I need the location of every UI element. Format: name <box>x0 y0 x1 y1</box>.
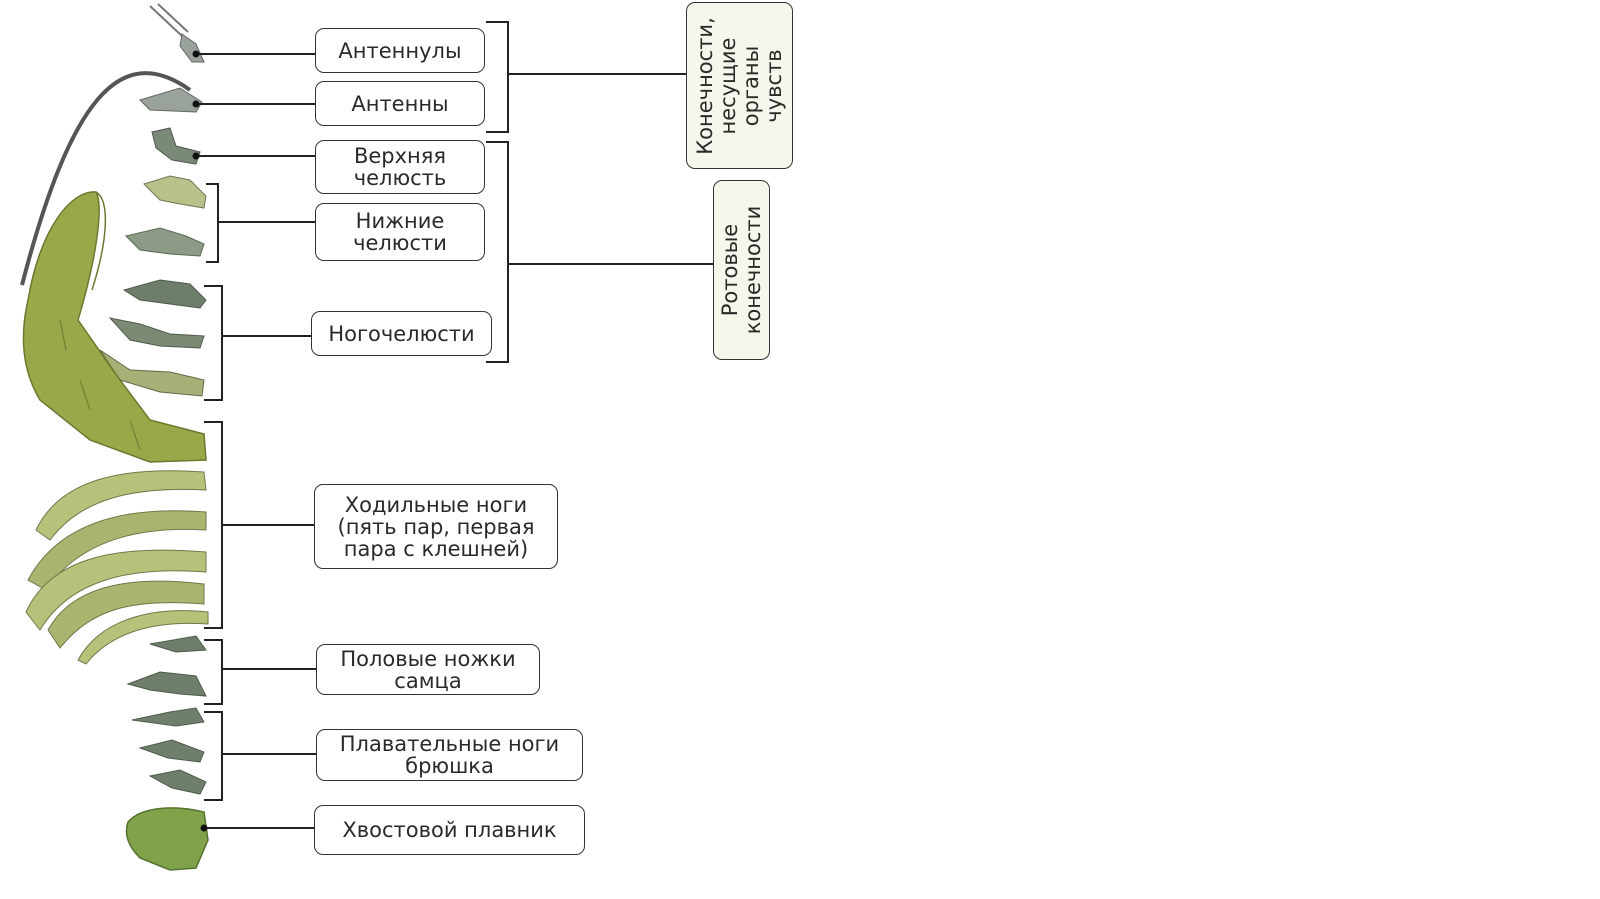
group-sense-limbs-text: Конечности, несущие органы чувств <box>692 16 786 155</box>
maxillipeds-illustration <box>99 279 207 397</box>
label-mandible: Верхняя челюсть <box>315 140 485 194</box>
swimming-legs-illustration <box>131 707 207 795</box>
label-maxillipeds-text: Ногочелюсти <box>328 321 475 346</box>
connector-dots <box>192 50 208 832</box>
group-sense-limbs: Конечности, несущие органы чувств <box>686 2 793 169</box>
label-tail-fin-text: Хвостовой плавник <box>342 818 557 842</box>
label-swimming-legs: Плавательные ноги брюшка <box>316 729 583 781</box>
label-maxillae: Нижние челюсти <box>315 203 485 261</box>
claw-illustration <box>22 191 207 463</box>
label-antennae: Антенны <box>315 81 485 126</box>
label-male-legs: Половые ножки самца <box>316 644 540 695</box>
label-walking-legs: Ходильные ноги (пять пар, первая пара с … <box>314 484 558 569</box>
label-tail-fin: Хвостовой плавник <box>314 805 585 855</box>
label-maxillae-text: Нижние челюсти <box>353 209 447 255</box>
label-mandible-text: Верхняя челюсть <box>353 144 447 190</box>
mandible-illustration <box>151 127 201 165</box>
label-antennae-text: Антенны <box>351 91 449 116</box>
group-mouth-limbs-text: Ротовые конечности <box>717 205 765 335</box>
label-antennules-text: Антеннулы <box>338 38 462 63</box>
label-maxillipeds: Ногочелюсти <box>311 311 492 356</box>
tail-fin-illustration <box>125 807 209 871</box>
label-swimming-legs-text: Плавательные ноги брюшка <box>339 732 560 778</box>
male-legs-illustration <box>126 635 207 697</box>
antenna-illustration <box>20 71 203 286</box>
group-mouth-limbs: Ротовые конечности <box>713 180 770 360</box>
limb-illustrations <box>20 3 209 871</box>
label-walking-legs-text: Ходильные ноги (пять пар, первая пара с … <box>337 492 535 561</box>
maxillae-illustration <box>125 175 207 257</box>
connectors <box>196 21 713 829</box>
label-antennules: Антеннулы <box>315 28 485 73</box>
walking-legs-illustration <box>25 470 209 665</box>
label-male-legs-text: Половые ножки самца <box>340 646 516 693</box>
